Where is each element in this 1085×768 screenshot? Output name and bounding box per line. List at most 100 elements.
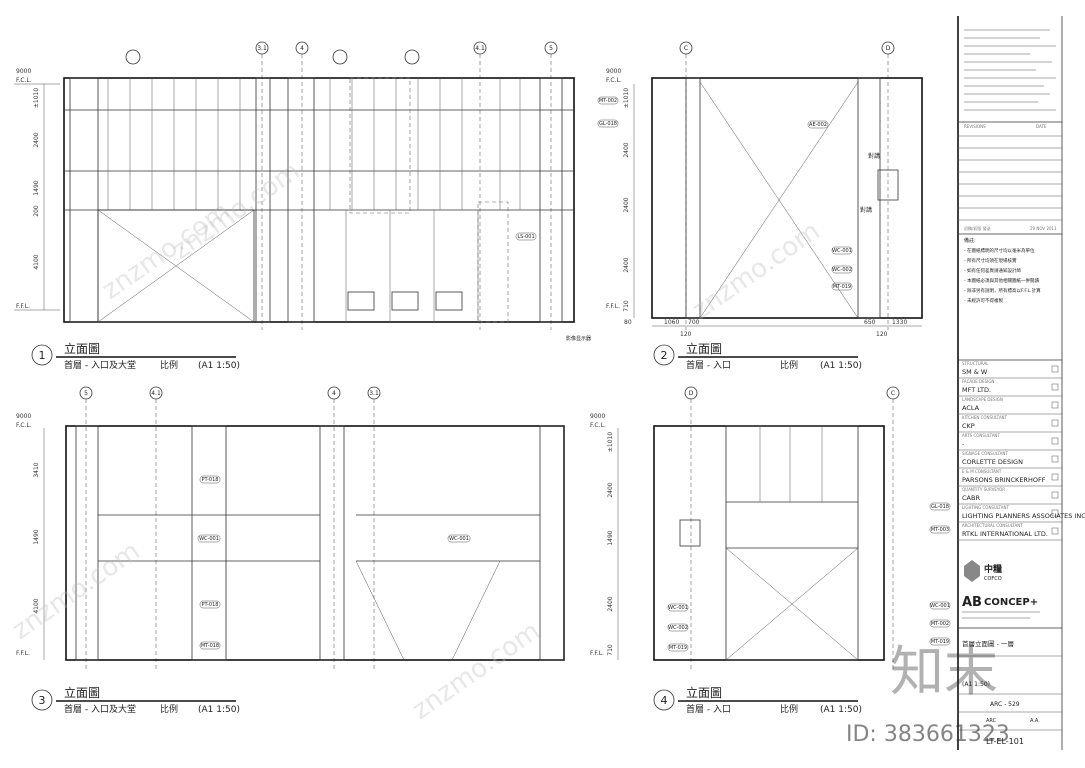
svg-text:CABR: CABR	[962, 494, 980, 502]
svg-text:120: 120	[876, 331, 888, 338]
svg-text:首層 - 入口: 首層 - 入口	[686, 703, 731, 715]
grid-label: 4.1	[475, 45, 485, 52]
svg-text:D: D	[886, 45, 891, 52]
svg-text:F.C.L.: F.C.L.	[16, 422, 32, 429]
svg-text:立面圖: 立面圖	[686, 685, 722, 700]
svg-text:WC-002: WC-002	[668, 625, 688, 631]
svg-text:700: 700	[688, 319, 700, 326]
svg-text:9000: 9000	[16, 413, 31, 420]
grid-label: 5	[549, 45, 553, 52]
svg-text:200: 200	[33, 205, 40, 217]
svg-text:- 除非另有說明，所有標高以F.F.L.計算: - 除非另有說明，所有標高以F.F.L.計算	[964, 287, 1041, 294]
svg-text:F.F.L.: F.F.L.	[16, 650, 30, 657]
scale-label: 比例	[160, 359, 178, 371]
svg-text:立面圖: 立面圖	[686, 341, 722, 356]
svg-text:5: 5	[84, 390, 88, 397]
fine-print-notes	[964, 29, 1056, 111]
client-logo: 中糧 COFCO	[964, 560, 1002, 582]
svg-text:D: D	[689, 390, 694, 397]
svg-text:RTKL INTERNATIONAL LTD.: RTKL INTERNATIONAL LTD.	[962, 530, 1048, 538]
title-block: REVISIONS DATE 初稿/初版 發送 29 NOV 2011 備註: …	[957, 16, 1085, 750]
consultant-row: ARTS CONSULTANT-	[958, 433, 1062, 451]
elevation-view-3: 5 4.1 4 3.1 9000 F.C.L. F.F.L. 3410 1490…	[16, 386, 565, 715]
svg-text:MT-019: MT-019	[669, 645, 687, 651]
firm-logo: AB CONCEP+	[962, 595, 1040, 619]
svg-text:1490: 1490	[607, 530, 614, 545]
svg-text:COFCO: COFCO	[984, 576, 1002, 582]
svg-text:CKP: CKP	[962, 422, 975, 430]
svg-text:2400: 2400	[623, 257, 630, 272]
svg-text:比例: 比例	[160, 703, 178, 715]
svg-text:LANDSCAPE DESIGN: LANDSCAPE DESIGN	[962, 397, 1003, 402]
dims-v4: ±1010 2400 1490 2400 710	[607, 428, 619, 660]
elevation-view-4: D C 9000 F.C.L. F.F.L. ±1010 2400 1490 2…	[590, 386, 951, 715]
svg-text:2400: 2400	[607, 482, 614, 497]
svg-text:MT-019: MT-019	[931, 639, 949, 645]
svg-text:F.C.L.: F.C.L.	[606, 77, 622, 84]
svg-text:znzmo.com: znzmo.com	[407, 616, 546, 726]
svg-text:F.F.L.: F.F.L.	[590, 650, 604, 657]
intercom-label: 對講	[860, 206, 872, 214]
revision-date: 29 NOV 2011	[1030, 226, 1057, 231]
drawing-scale: (A1 1:50)	[962, 681, 990, 688]
project-number: ARC - 529	[990, 701, 1020, 708]
material-tag: MT-002	[599, 98, 617, 104]
svg-text:比例: 比例	[780, 359, 798, 371]
svg-text:立面圖: 立面圖	[64, 685, 100, 700]
svg-text:AB: AB	[962, 595, 982, 610]
svg-text:±1010: ±1010	[607, 432, 614, 452]
svg-text:首層 - 入口: 首層 - 入口	[686, 359, 731, 371]
svg-text:710: 710	[623, 300, 630, 312]
svg-text:GL-018: GL-018	[931, 504, 949, 510]
svg-text:FACADE DESIGN: FACADE DESIGN	[962, 379, 994, 384]
svg-text:F.F.L.: F.F.L.	[606, 303, 620, 310]
drawing-number: LT-EL-101	[986, 737, 1024, 746]
svg-text:2400: 2400	[623, 142, 630, 157]
svg-text:比例: 比例	[780, 703, 798, 715]
svg-text:PARSONS BRINCKERHOFF: PARSONS BRINCKERHOFF	[962, 476, 1046, 484]
drawing-title: 首層立面圖 - 一層	[962, 639, 1014, 648]
svg-text:(A1 1:50): (A1 1:50)	[820, 705, 862, 715]
svg-text:120: 120	[680, 331, 692, 338]
svg-text:CONCEP+: CONCEP+	[984, 597, 1038, 608]
grid-label: 4	[300, 45, 304, 52]
level-fcl: F.C.L.	[16, 77, 32, 84]
svg-text:80: 80	[624, 319, 632, 326]
svg-text:MT-002: MT-002	[931, 621, 949, 627]
svg-text:- 在圖紙標明的尺寸均以毫米為單位: - 在圖紙標明的尺寸均以毫米為單位	[964, 247, 1035, 254]
material-tag: LS-001	[517, 234, 534, 240]
svg-text:3410: 3410	[33, 462, 40, 477]
watermark: znzmo.com znzmo.com znzmo.com znzmo.com …	[7, 156, 1010, 747]
svg-text:ACLA: ACLA	[962, 404, 980, 412]
view-title: 立面圖	[64, 341, 100, 356]
grid-bubbles-v1: 3.1 4 4.1 5	[125, 41, 558, 330]
annotation-monitor: 影像显示器	[566, 335, 591, 342]
level-ffl: F.F.L.	[16, 303, 30, 310]
svg-text:C: C	[684, 45, 688, 52]
svg-text:WC-001: WC-001	[930, 603, 950, 609]
svg-text:WC-001: WC-001	[668, 605, 688, 611]
elevation-view-1: 3.1 4 4.1 5 9000 F.C.L. F.F.L. ±1010 240…	[14, 41, 619, 371]
svg-text:3: 3	[39, 694, 46, 707]
svg-text:4: 4	[661, 694, 668, 707]
consultant-row: LANDSCAPE DESIGN ACLA	[958, 397, 1062, 415]
svg-text:(A1 1:50): (A1 1:50)	[820, 361, 862, 371]
dims-v2: ±1010 2400 2400 2400 710	[623, 84, 635, 318]
view-number: 1	[39, 349, 46, 362]
svg-text:1060: 1060	[664, 319, 679, 326]
svg-text:650: 650	[864, 319, 876, 326]
svg-text:CORLETTE DESIGN: CORLETTE DESIGN	[962, 458, 1023, 466]
grid-label: 3.1	[257, 45, 267, 52]
svg-text:4: 4	[332, 390, 336, 397]
svg-text:znzmo.com: znzmo.com	[167, 156, 306, 266]
level-top: 9000	[16, 68, 31, 75]
svg-text:4100: 4100	[33, 254, 40, 269]
dims-v2-horizontal: 1060 700 120 650 1330 120	[652, 319, 922, 338]
